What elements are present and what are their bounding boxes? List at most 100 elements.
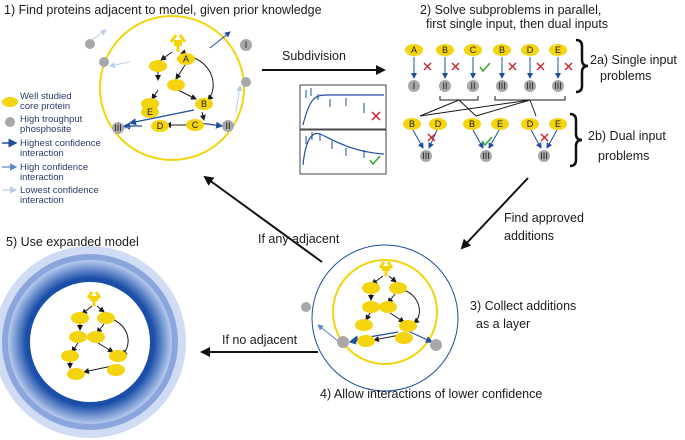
phosphosite-left bbox=[99, 57, 109, 67]
legend-lowest-line2: interaction bbox=[20, 195, 64, 206]
svg-text:B: B bbox=[499, 45, 505, 55]
single-problem-b-iii: B III bbox=[493, 44, 517, 92]
fit-plot-approved bbox=[299, 129, 387, 175]
svg-text:D: D bbox=[527, 45, 534, 55]
svg-text:III: III bbox=[526, 81, 534, 91]
data-points-approved bbox=[305, 132, 365, 158]
model-boundary bbox=[99, 15, 245, 161]
legend-core-swatch bbox=[2, 97, 18, 107]
svg-text:III: III bbox=[422, 151, 430, 161]
svg-text:III: III bbox=[498, 81, 506, 91]
dual-input-problems: B D III B E III D E bbox=[403, 112, 666, 168]
receptor-icon bbox=[86, 291, 102, 306]
find-approved-arrow bbox=[460, 177, 529, 250]
expanded-model bbox=[0, 246, 186, 438]
step2a-line1: 2a) Single input bbox=[590, 53, 677, 67]
combine-brackets bbox=[419, 96, 566, 117]
dual-problem-b-d: B D III bbox=[403, 118, 447, 162]
svg-text:D: D bbox=[435, 119, 442, 129]
fit-plots bbox=[299, 84, 387, 175]
svg-text:E: E bbox=[555, 119, 561, 129]
legend-core-line2: core protein bbox=[20, 101, 70, 112]
single-problem-c-ii: C II bbox=[464, 44, 491, 92]
node-unlabeled-2 bbox=[167, 79, 185, 91]
arrow-to-phos-right bbox=[235, 85, 243, 113]
node-e bbox=[141, 106, 159, 118]
svg-text:C: C bbox=[470, 45, 477, 55]
data-points-rejected bbox=[305, 88, 365, 113]
node-a-label: A bbox=[183, 54, 189, 64]
legend-phos-swatch bbox=[5, 117, 15, 127]
fit-plot-rejected bbox=[299, 84, 387, 130]
svg-text:E: E bbox=[555, 45, 561, 55]
svg-text:B: B bbox=[469, 119, 475, 129]
svg-text:B: B bbox=[442, 45, 448, 55]
phosphosite-right bbox=[241, 77, 251, 87]
legend-phos-line2: phosphosite bbox=[20, 124, 71, 135]
step2-title-line2: first single input, then dual inputs bbox=[426, 17, 608, 31]
step2a-line2: problems bbox=[600, 69, 651, 83]
find-label-line2: additions bbox=[504, 229, 554, 243]
fit-curve-rejected bbox=[302, 94, 384, 126]
find-label-line1: Find approved bbox=[504, 211, 584, 225]
core-interactions bbox=[147, 49, 214, 128]
dual-problem-b-e: B E III bbox=[463, 118, 509, 162]
subdivision-label: Subdivision bbox=[282, 49, 346, 63]
receptor-icon bbox=[169, 34, 187, 52]
svg-text:A: A bbox=[411, 45, 417, 55]
svg-text:E: E bbox=[497, 119, 503, 129]
node-d-label: D bbox=[157, 121, 164, 131]
step3-line1: 3) Collect additions bbox=[470, 299, 576, 313]
legend-phos-line1: High troughput bbox=[20, 114, 83, 125]
single-problem-b-ii: B II bbox=[436, 44, 460, 92]
if-any-adjacent-arrow bbox=[203, 175, 323, 263]
if-no-label: If no adjacent bbox=[222, 333, 298, 347]
check-icon bbox=[369, 155, 381, 166]
step2b-line1: 2b) Dual input bbox=[588, 129, 666, 143]
svg-text:III: III bbox=[482, 151, 490, 161]
node-unlabeled-1 bbox=[149, 60, 167, 72]
legend-high-line2: interaction bbox=[20, 172, 64, 183]
node-a bbox=[177, 53, 195, 65]
phosphosite-ii bbox=[222, 120, 234, 132]
layer-outer-boundary bbox=[311, 244, 459, 392]
node-c bbox=[186, 119, 204, 131]
arrow-to-phos-left bbox=[109, 61, 131, 68]
svg-text:III: III bbox=[540, 151, 548, 161]
if-any-label: If any adjacent bbox=[258, 232, 340, 246]
step1-title: 1) Find proteins adjacent to model, give… bbox=[4, 3, 322, 17]
legend-highest-line2: interaction bbox=[20, 148, 64, 159]
phosphosite-ii-label: II bbox=[225, 121, 230, 131]
svg-text:B: B bbox=[409, 119, 415, 129]
svg-text:II: II bbox=[442, 81, 447, 91]
phosphosite-far-left bbox=[85, 39, 95, 49]
arrow-lowest bbox=[91, 29, 107, 41]
phosphosite-i bbox=[240, 39, 252, 51]
layer-inner-boundary bbox=[332, 259, 438, 365]
phosphosite-iii-label: III bbox=[114, 123, 122, 133]
step5-title: 5) Use expanded model bbox=[6, 235, 139, 249]
phosphosite-i-label: I bbox=[245, 40, 248, 50]
legend-core-line1: Well studied bbox=[20, 91, 72, 102]
node-b bbox=[195, 98, 213, 110]
step2b-line2: problems bbox=[598, 149, 649, 163]
svg-text:D: D bbox=[527, 119, 534, 129]
arrow-to-phos-i bbox=[209, 31, 231, 49]
step2-title-line1: 2) Solve subproblems in parallel, bbox=[420, 3, 601, 17]
svg-text:I: I bbox=[413, 81, 416, 91]
phosphosite-iii bbox=[112, 122, 124, 134]
single-problem-a-i: A I bbox=[405, 44, 432, 92]
brace-2a bbox=[575, 38, 589, 94]
svg-text:II: II bbox=[470, 81, 475, 91]
node-c-label: C bbox=[192, 120, 199, 130]
added-interactions bbox=[122, 109, 224, 130]
node-e-label: E bbox=[147, 107, 153, 117]
receptor-icon bbox=[378, 261, 394, 276]
legend-highest-line1: Highest confidence bbox=[20, 138, 101, 149]
legend-lowest-line1: Lowest confidence bbox=[20, 185, 99, 196]
step4-title: 4) Allow interactions of lower confidenc… bbox=[320, 387, 542, 401]
cross-icon bbox=[371, 111, 381, 121]
layer-model bbox=[301, 244, 459, 392]
